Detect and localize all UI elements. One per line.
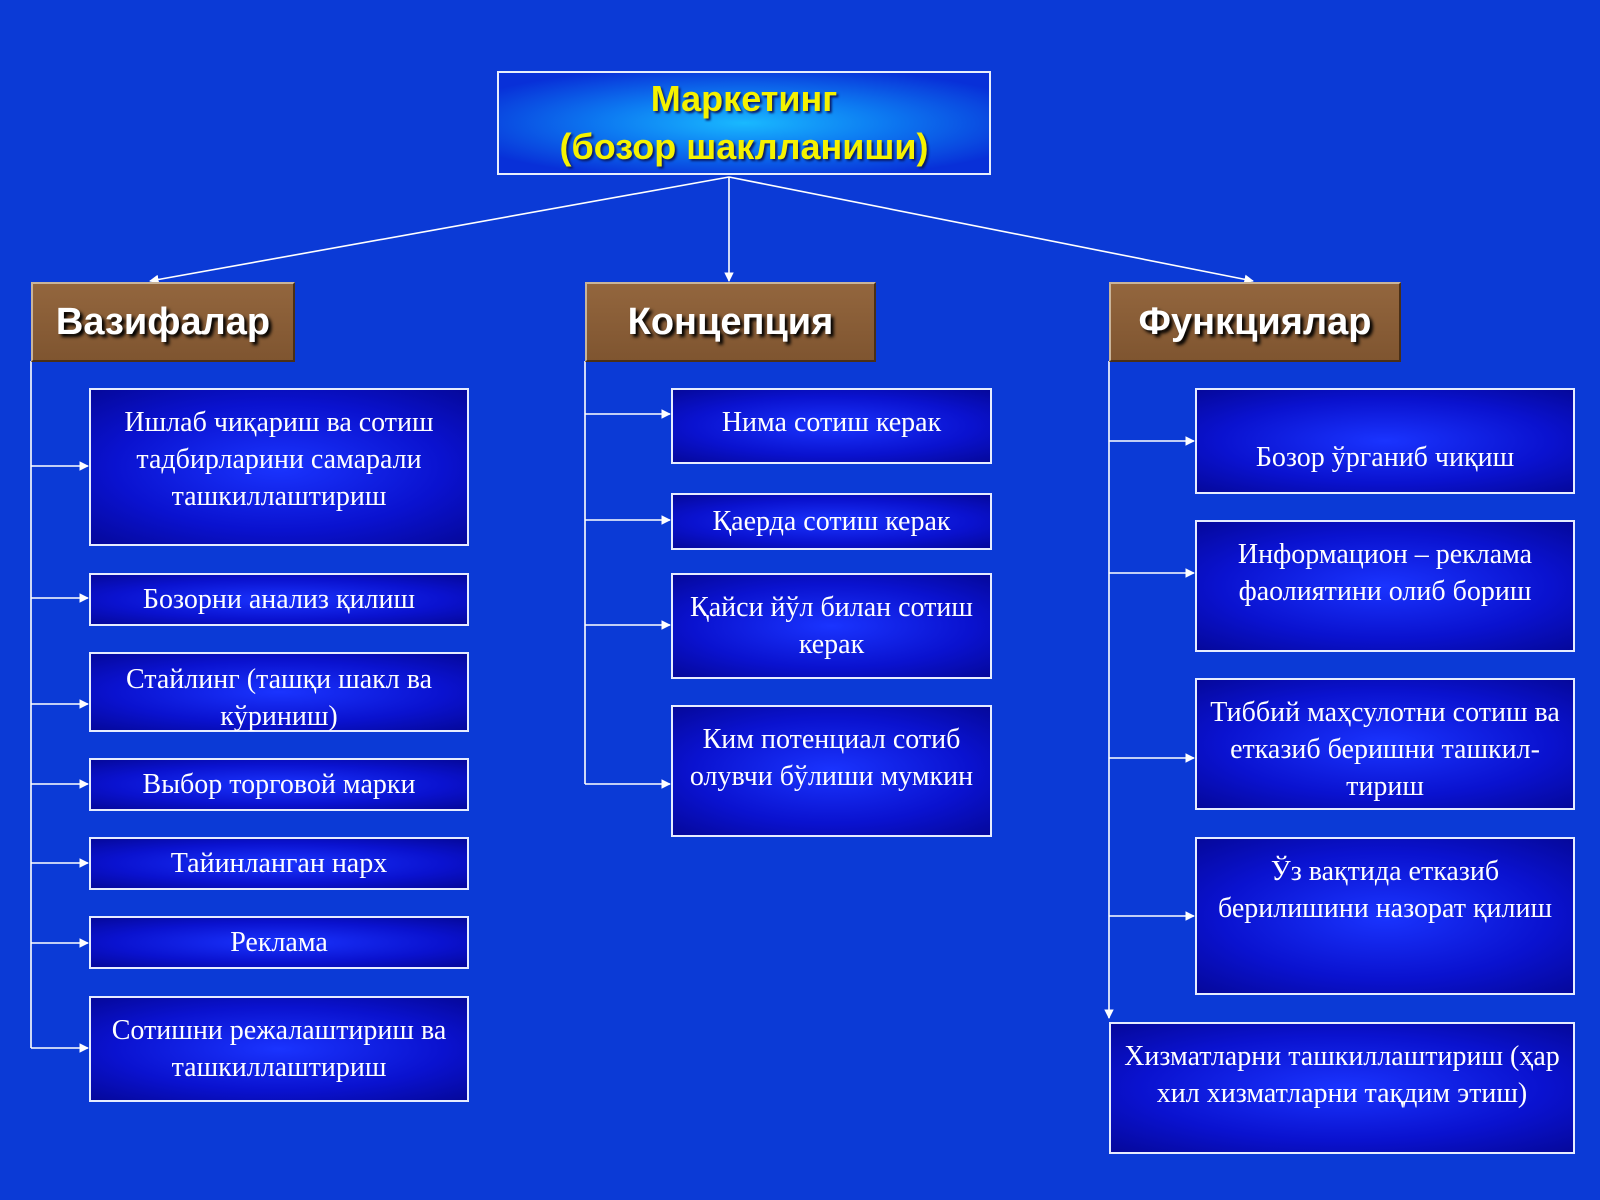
concept-item-1: Нима сотиш керак bbox=[671, 388, 992, 464]
functions-header: Функциялар bbox=[1109, 282, 1401, 362]
tasks-item-1: Ишлаб чиқариш ва сотиш тадбирларини сама… bbox=[89, 388, 469, 546]
concept-header: Концепция bbox=[585, 282, 876, 362]
concept-item-2: Қаерда сотиш керак bbox=[671, 493, 992, 550]
tasks-item-3: Стайлинг (ташқи шакл ва кўриниш) bbox=[89, 652, 469, 732]
tasks-header: Вазифалар bbox=[31, 282, 295, 362]
tasks-item-2: Бозорни анализ қилиш bbox=[89, 573, 469, 626]
root-node: Маркетинг (бозор шаклланиши) bbox=[497, 71, 991, 175]
functions-item-1: Бозор ўрганиб чиқиш bbox=[1195, 388, 1575, 494]
functions-item-5: Хизматларни ташкиллаштириш (ҳар хил хизм… bbox=[1109, 1022, 1575, 1154]
concept-item-4: Ким потенциал сотиб олувчи бўлиши мумкин bbox=[671, 705, 992, 837]
functions-item-2: Информацион – реклама фаолиятини олиб бо… bbox=[1195, 520, 1575, 652]
root-to-tasks-arrow bbox=[149, 176, 730, 285]
tasks-item-4: Выбор торговой марки bbox=[89, 758, 469, 811]
functions-item-4: Ўз вақтида етказиб берилишини назорат қи… bbox=[1195, 837, 1575, 995]
root-title: Маркетинг bbox=[650, 78, 838, 119]
root-subtitle: (бозор шаклланиши) bbox=[559, 126, 929, 167]
tasks-item-6: Реклама bbox=[89, 916, 469, 969]
root-to-functions-arrow bbox=[728, 176, 1254, 285]
tasks-item-7: Сотишни режалаштириш ва ташкиллаштириш bbox=[89, 996, 469, 1102]
functions-item-3: Тиббий маҳсулотни сотиш ва етказиб бериш… bbox=[1195, 678, 1575, 810]
tasks-item-5: Тайинланган нарх bbox=[89, 837, 469, 890]
concept-item-3: Қайси йўл билан сотиш керак bbox=[671, 573, 992, 679]
